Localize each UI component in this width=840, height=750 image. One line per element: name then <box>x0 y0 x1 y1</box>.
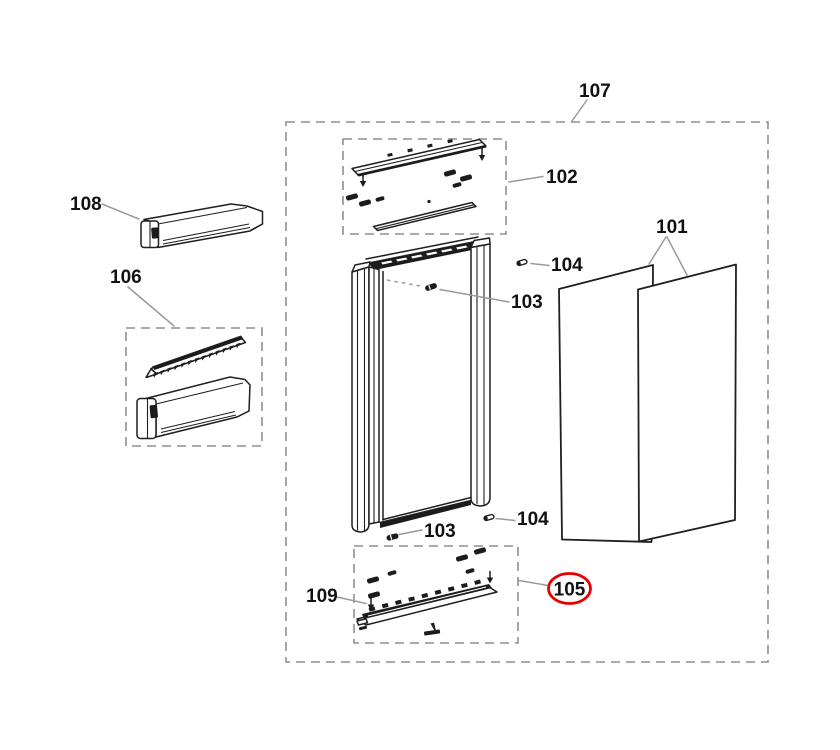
door-shelf-108 <box>140 203 264 249</box>
part-label-103-top[interactable]: 103 <box>511 292 543 313</box>
part-label-104-bottom[interactable]: 104 <box>517 509 549 530</box>
leader-105 <box>518 579 549 587</box>
leader-109 <box>336 596 367 605</box>
leader-107 <box>571 99 588 122</box>
part-label-109[interactable]: 109 <box>306 586 338 607</box>
leader-106 <box>127 286 175 327</box>
leader-lines <box>101 99 688 605</box>
strip-teeth <box>153 342 241 378</box>
pin-104-bottom <box>483 513 495 522</box>
assembly-boundary-105 <box>353 545 519 644</box>
leader-108 <box>101 203 140 220</box>
bottom-trim-assembly-105 <box>356 547 498 636</box>
door-panel-left <box>558 264 654 543</box>
trim-teeth <box>368 579 481 612</box>
part-label-103-bottom[interactable]: 103 <box>424 521 456 542</box>
leader-103-top-dashed <box>386 279 424 288</box>
part-label-104-top[interactable]: 104 <box>551 255 583 276</box>
part-label-107[interactable]: 107 <box>579 81 611 102</box>
assembly-boundary-106 <box>125 327 263 447</box>
leader-103-bottom <box>398 529 423 536</box>
mounting-clips-102 <box>346 169 472 207</box>
assembly-boundary-102 <box>342 138 507 235</box>
screw-direction-arrows-105 <box>367 570 494 611</box>
serrated-strip <box>145 335 247 379</box>
screw-103-bottom <box>386 533 399 541</box>
top-trim-assembly-102 <box>346 138 487 232</box>
screw-direction-arrows-102 <box>359 147 486 187</box>
highlight-ellipse-105[interactable] <box>547 572 592 605</box>
door-frame <box>351 236 491 533</box>
door-shelf-106 <box>136 376 251 440</box>
part-label-108[interactable]: 108 <box>70 194 102 215</box>
leader-104-top <box>530 262 550 267</box>
part-label-102[interactable]: 102 <box>546 167 578 188</box>
leader-101-left <box>648 236 667 265</box>
leader-104-bottom <box>495 517 516 522</box>
assembly-boundary-107 <box>285 121 769 663</box>
highlighted-callout-105[interactable]: 105 <box>547 572 592 605</box>
leader-102 <box>508 175 544 183</box>
shelf-assembly-106 <box>136 335 251 440</box>
leader-101-right <box>666 236 688 276</box>
screw-103-top <box>425 283 437 291</box>
pin-104-top <box>516 258 528 267</box>
frame-louver-slots <box>381 245 468 265</box>
part-label-105[interactable]: 105 <box>554 580 586 601</box>
part-label-106[interactable]: 106 <box>110 267 142 288</box>
leader-103-top <box>439 288 510 303</box>
trim-ticks <box>387 139 453 157</box>
part-label-101[interactable]: 101 <box>656 217 688 238</box>
door-panel-right <box>637 263 737 543</box>
mounting-clips-105 <box>367 547 486 599</box>
